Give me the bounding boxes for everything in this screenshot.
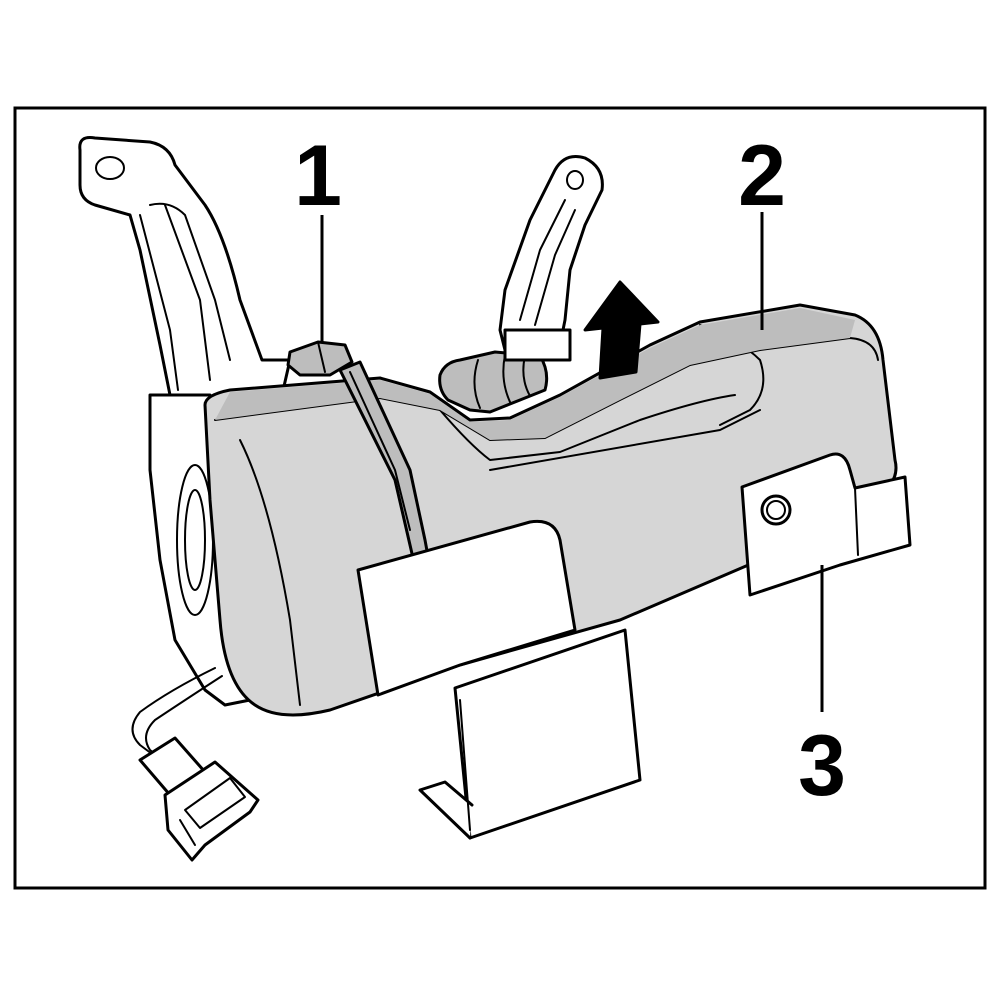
top-connector xyxy=(438,328,572,414)
wiring-harness xyxy=(131,667,260,862)
callout-2-label: 2 xyxy=(738,128,786,224)
up-arrow-icon xyxy=(583,280,660,380)
left-mounting-bracket xyxy=(78,136,292,402)
callout-1-label: 1 xyxy=(294,128,342,224)
right-mounting-bracket xyxy=(498,155,604,352)
front-bracket xyxy=(356,452,912,697)
callout-3-label: 3 xyxy=(798,718,846,814)
support-leg xyxy=(418,628,642,840)
